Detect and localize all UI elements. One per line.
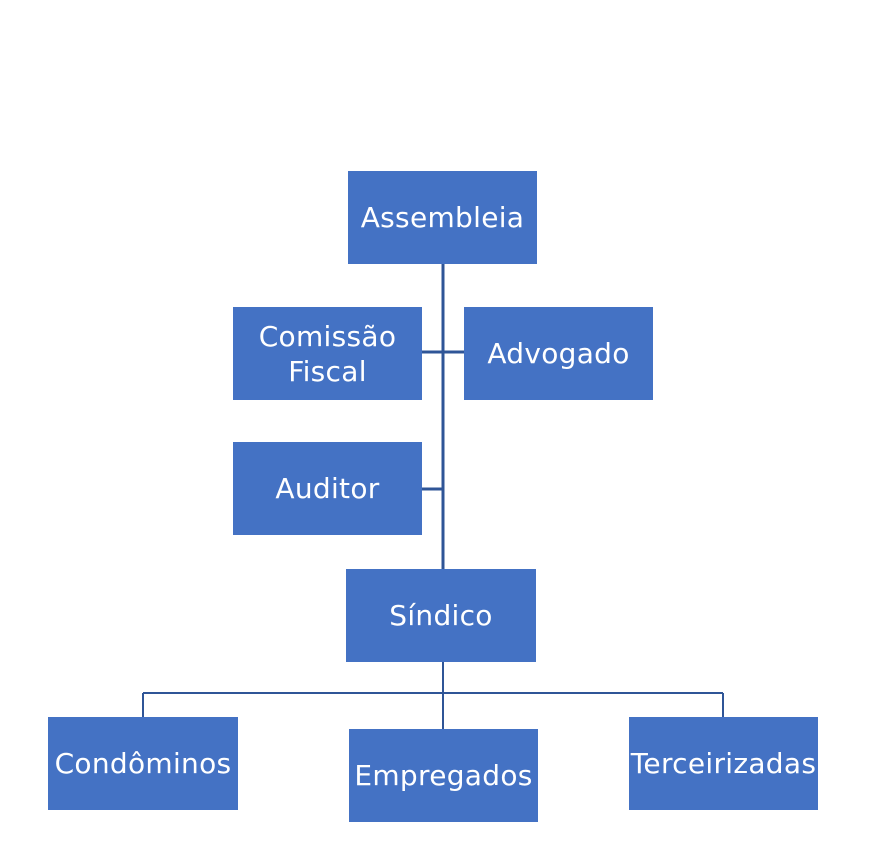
node-label: Auditor [275,472,380,505]
node-label: Assembleia [360,201,525,234]
node-empregados: Empregados [349,729,538,822]
node-label: Terceirizadas [630,747,817,780]
node-condominos: Condôminos [48,717,238,810]
node-label: Síndico [389,599,493,632]
node-comissao-fiscal: Comissão Fiscal [233,307,422,400]
node-sindico: Síndico [346,569,536,662]
node-advogado: Advogado [464,307,653,400]
node-label: Empregados [354,759,533,792]
node-auditor: Auditor [233,442,422,535]
node-label: Advogado [487,337,630,370]
node-assembleia: Assembleia [348,171,537,264]
node-label: Condôminos [54,747,232,780]
node-label: Comissão Fiscal [258,319,397,388]
node-terceirizadas: Terceirizadas [629,717,818,810]
